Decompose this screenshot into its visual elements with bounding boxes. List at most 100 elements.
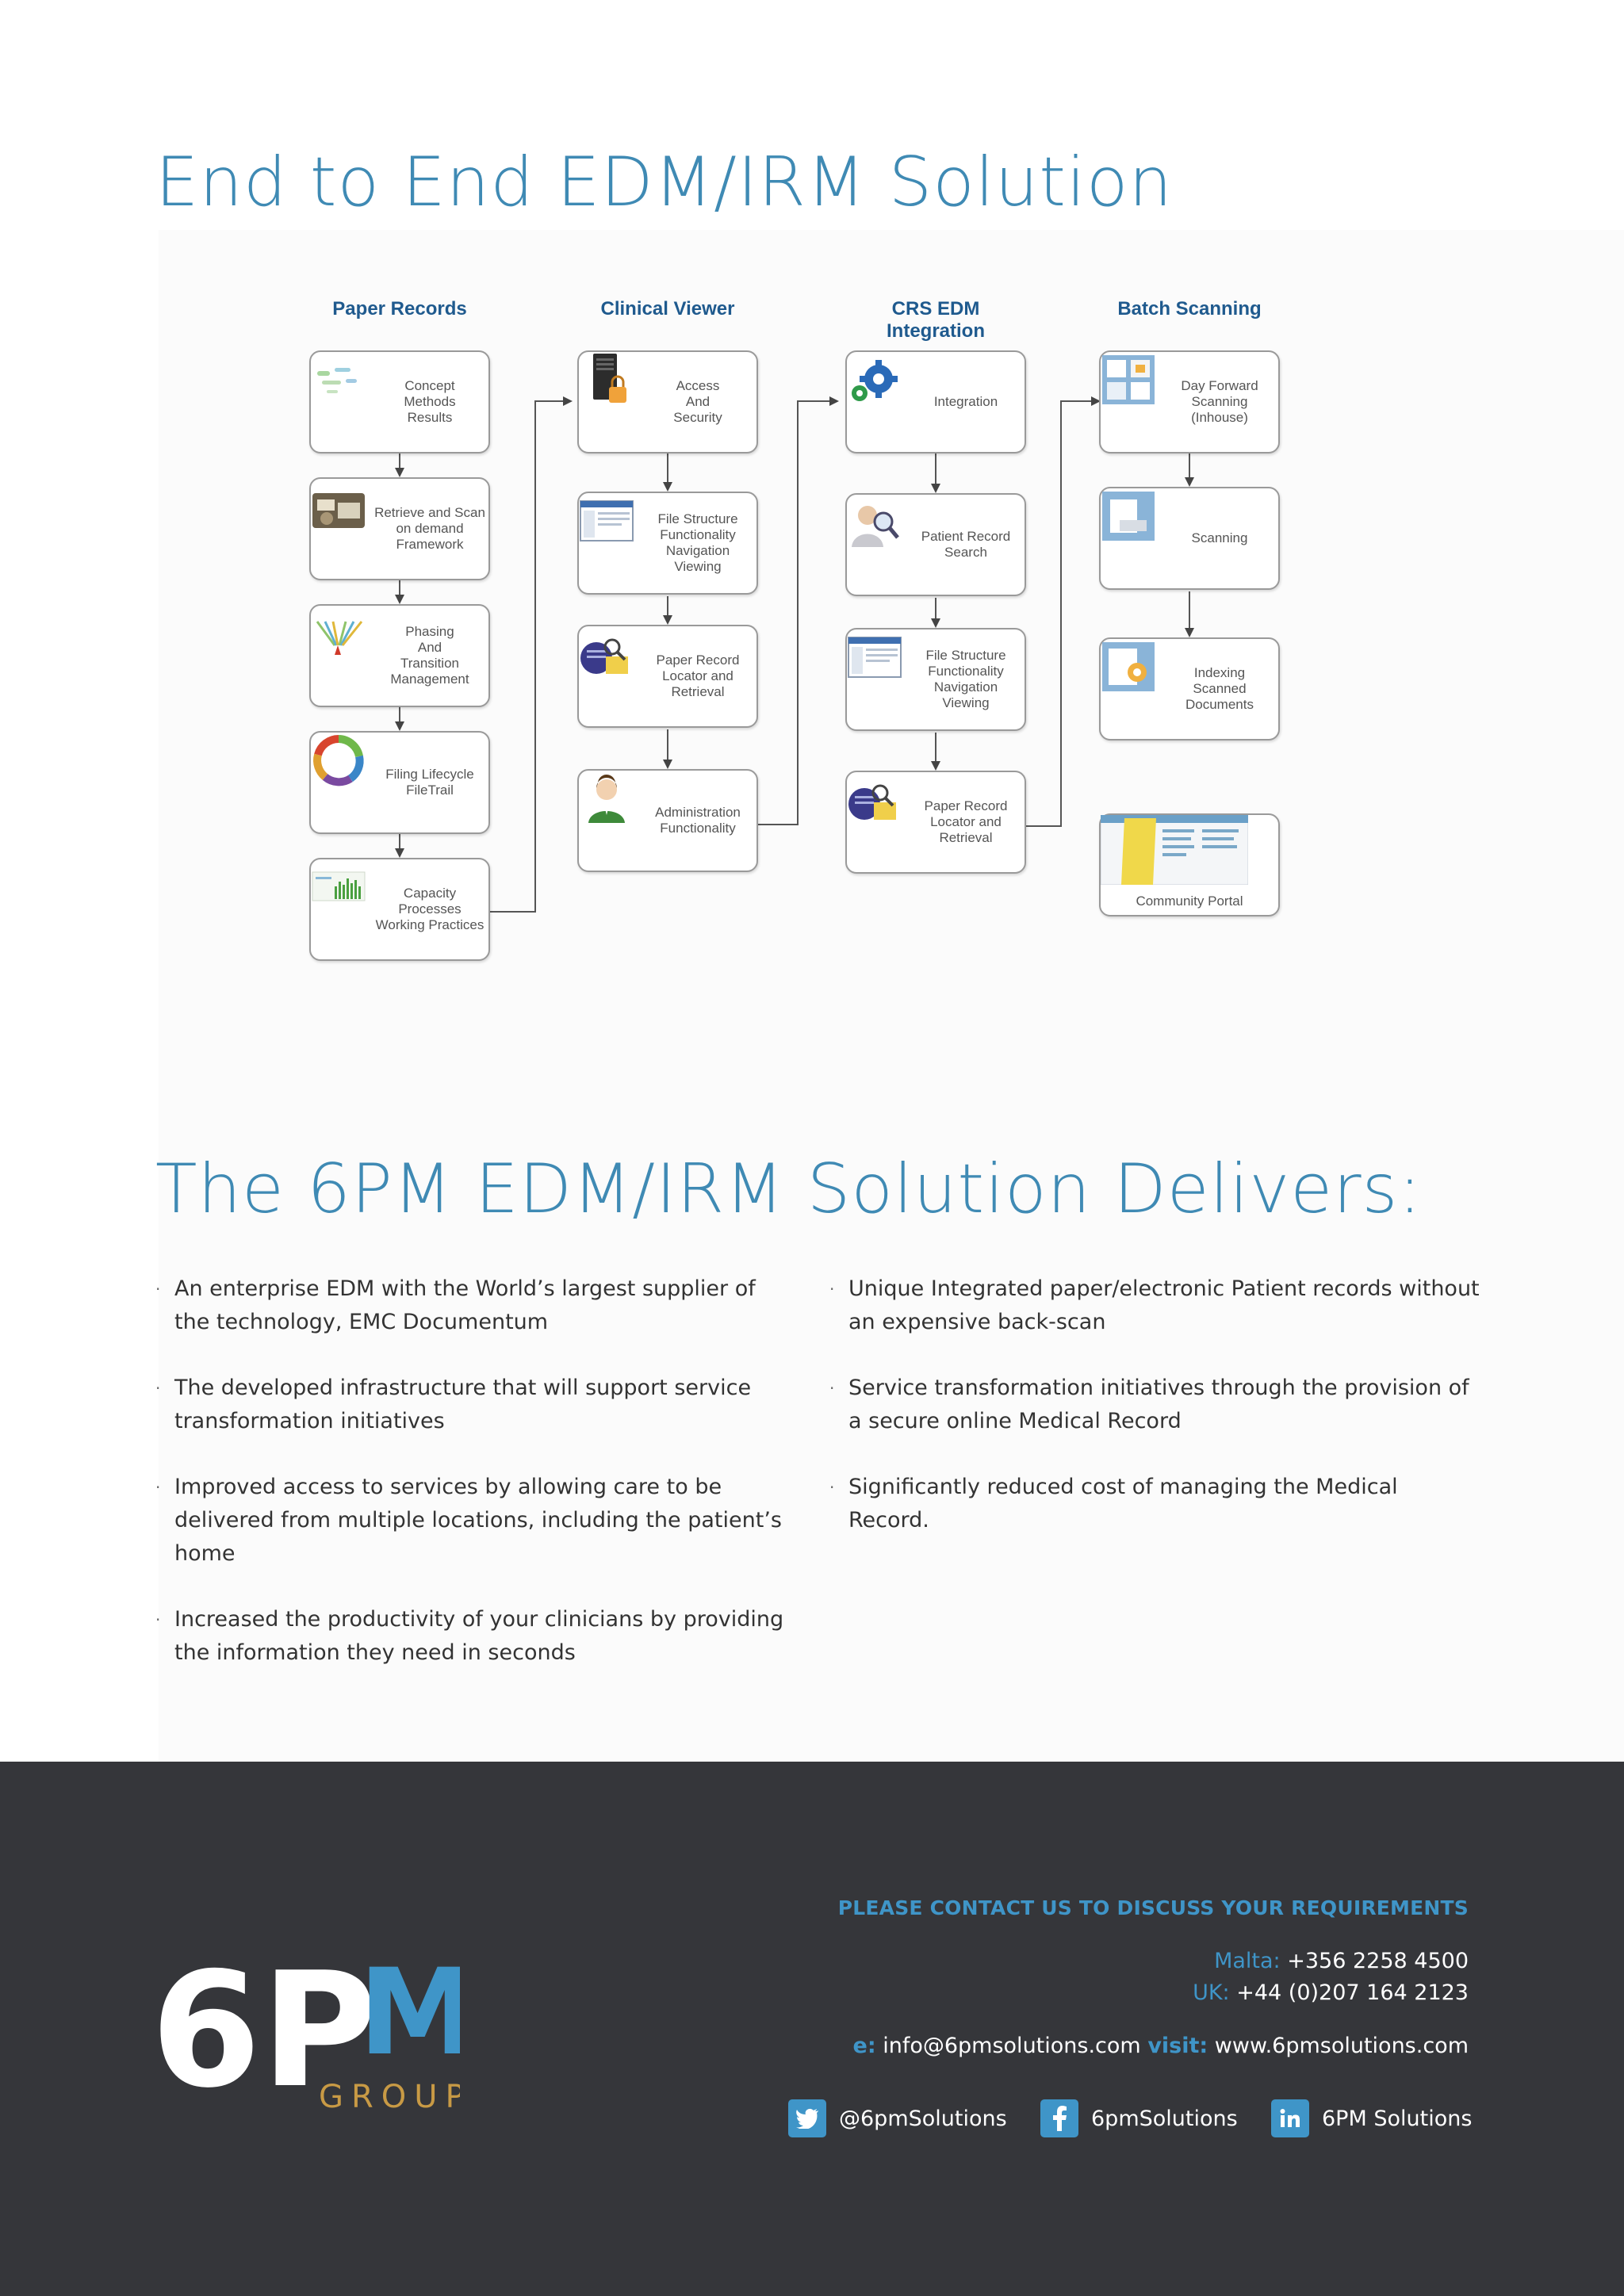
list-item-text: An enterprise EDM with the World’s large… <box>174 1276 756 1334</box>
box-paper-record-locator-crs: Paper Record Locator and Retrieval <box>845 771 1026 874</box>
list-item: · Unique Integrated paper/electronic Pati… <box>829 1272 1480 1339</box>
social-twitter[interactable]: @6pmSolutions <box>788 2099 1007 2137</box>
list-item-text: Significantly reduced cost of managing t… <box>848 1475 1398 1533</box>
email-link[interactable]: info@6pmsolutions.com <box>883 2034 1141 2058</box>
arrow-connector <box>1026 396 1101 827</box>
twitter-handle[interactable]: @6pmSolutions <box>839 2106 1007 2131</box>
column-heading-clinical-viewer: Clinical Viewer <box>600 298 735 320</box>
website-link[interactable]: www.6pmsolutions.com <box>1214 2034 1469 2058</box>
gears-icon <box>852 360 898 401</box>
phone-malta: Malta: +356 2258 4500 <box>1214 1949 1469 1973</box>
uk-phone[interactable]: +44 (0)207 164 2123 <box>1236 1980 1469 2005</box>
column-heading-paper-records: Paper Records <box>332 298 467 320</box>
6pm-group-logo: 6P M GROUP <box>151 1952 460 2118</box>
box-label: Filing Lifecycle FileTrail <box>385 767 474 798</box>
facebook-handle[interactable]: 6pmSolutions <box>1091 2106 1238 2131</box>
phasing-chart-icon <box>316 621 363 655</box>
bullet-marker: · <box>155 1610 161 1629</box>
box-label: Concept Methods Results <box>404 378 456 425</box>
box-label: Capacity Processes Working Practices <box>375 886 485 932</box>
list-item: ·Improved access to services by allowing… <box>155 1471 790 1571</box>
contact-heading: PLEASE CONTACT US TO DISCUSS YOUR REQUIR… <box>837 1896 1469 1919</box>
box-filing-lifecycle: Filing Lifecycle FileTrail <box>309 731 490 834</box>
bullet-marker: · <box>829 1478 835 1497</box>
scanning-photo-icon <box>312 493 365 528</box>
logo-sub: GROUP <box>319 2079 460 2115</box>
scanner-icon <box>1102 492 1155 541</box>
linkedin-handle[interactable]: 6PM Solutions <box>1322 2106 1473 2131</box>
list-item: · Significantly reduced cost of managing … <box>829 1471 1480 1537</box>
footer: 6P M GROUP PLEASE CONTACT US TO DISCUSS … <box>0 1762 1624 2296</box>
box-indexing-documents: Indexing Scanned Documents <box>1099 637 1280 740</box>
twitter-icon[interactable] <box>788 2099 826 2137</box>
list-item-text: Improved access to services by allowing … <box>174 1475 782 1566</box>
social-facebook[interactable]: 6pmSolutions <box>1040 2099 1238 2137</box>
section-title: The 6PM EDM/IRM Solution Delivers: <box>155 1150 1423 1229</box>
box-day-forward-scanning: Day Forward Scanning (Inhouse) <box>1099 350 1280 453</box>
box-label: Retrieve and Scan on demand Framework <box>374 505 485 552</box>
bullet-marker: · <box>829 1280 835 1299</box>
arrow-connector <box>758 396 839 825</box>
box-scanning: Scanning <box>1099 487 1280 590</box>
column-heading-batch-scanning: Batch Scanning <box>1117 298 1262 320</box>
page-title: End to End EDM/IRM Solution <box>155 143 1173 222</box>
box-administration: Administration Functionality <box>577 769 758 872</box>
folder-search-icon <box>580 638 628 674</box>
list-item-text: Increased the productivity of your clini… <box>174 1607 784 1665</box>
edm-flow-diagram: Paper Records Clinical Viewer CRS EDM In… <box>262 277 1316 991</box>
list-item: · Increased the productivity of your clin… <box>155 1603 790 1670</box>
box-label: Day Forward Scanning (Inhouse) <box>1181 378 1258 425</box>
malta-label: Malta: <box>1214 1949 1281 1973</box>
box-label: Paper Record Locator and Retrieval <box>924 798 1008 845</box>
column-heading-crs-edm-integration: CRS EDM Integration <box>887 298 985 342</box>
arrow-connector <box>490 396 573 913</box>
capacity-chart-icon <box>312 871 366 901</box>
indexing-icon <box>1102 642 1155 691</box>
box-label: Community Portal <box>1136 894 1243 909</box>
benefits-list-right: · Unique Integrated paper/electronic Pati… <box>829 1272 1480 1570</box>
box-patient-record-search: Patient Record Search <box>845 493 1026 596</box>
box-label: File Structure Functionality Navigation … <box>925 648 1006 710</box>
linkedin-icon[interactable] <box>1271 2099 1309 2137</box>
box-phasing-transition: Phasing And Transition Management <box>309 604 490 707</box>
list-item: · An enterprise EDM with the World’s larg… <box>155 1272 790 1339</box>
lifecycle-ring-icon <box>313 735 364 786</box>
concept-map-icon <box>317 368 357 393</box>
box-label: Integration <box>933 394 998 409</box>
benefits-list-left: · An enterprise EDM with the World’s larg… <box>155 1272 790 1702</box>
box-concept-methods-results: Concept Methods Results <box>309 350 490 453</box>
facebook-icon[interactable] <box>1040 2099 1078 2137</box>
box-label: File Structure Functionality Navigation … <box>657 511 738 574</box>
box-label: Indexing Scanned Documents <box>1185 665 1254 712</box>
box-label: Scanning <box>1191 530 1248 545</box>
box-label: Access And Security <box>673 378 722 425</box>
server-lock-icon <box>593 354 626 403</box>
box-label: Paper Record Locator and Retrieval <box>656 652 740 699</box>
bullet-marker: · <box>155 1280 161 1299</box>
email-label: e: <box>852 2034 876 2058</box>
box-label: Administration Functionality <box>655 805 741 836</box>
list-item-text: Service transformation initiatives throu… <box>848 1376 1469 1433</box>
window-screen-icon <box>580 500 634 541</box>
phone-uk: UK: +44 (0)207 164 2123 <box>1193 1980 1469 2005</box>
bullet-marker: · <box>829 1379 835 1398</box>
malta-phone[interactable]: +356 2258 4500 <box>1287 1949 1469 1973</box>
box-label: Patient Record Search <box>921 529 1011 560</box>
box-integration: Integration <box>845 350 1026 453</box>
visit-label: visit: <box>1147 2034 1208 2058</box>
box-retrieve-and-scan: Retrieve and Scan on demand Framework <box>309 477 490 580</box>
box-capacity-processes: Capacity Processes Working Practices <box>309 858 490 961</box>
list-item: ·The developed infrastructure that will … <box>155 1372 790 1438</box>
logo-main: 6P <box>151 1952 377 2118</box>
box-label: Phasing And Transition Management <box>390 624 469 687</box>
list-item: · Service transformation initiatives thro… <box>829 1372 1480 1438</box>
box-file-structure-crs: File Structure Functionality Navigation … <box>845 628 1026 731</box>
portal-screenshot-icon <box>1101 815 1248 885</box>
social-linkedin[interactable]: 6PM Solutions <box>1271 2099 1472 2137</box>
box-access-security: Access And Security <box>577 350 758 453</box>
list-item-text: Unique Integrated paper/electronic Patie… <box>848 1276 1480 1334</box>
box-paper-record-locator: Paper Record Locator and Retrieval <box>577 625 758 728</box>
logo-accent: M <box>358 1952 460 2082</box>
box-file-structure-viewer: File Structure Functionality Navigation … <box>577 492 758 595</box>
window-screen-icon <box>848 637 902 678</box>
